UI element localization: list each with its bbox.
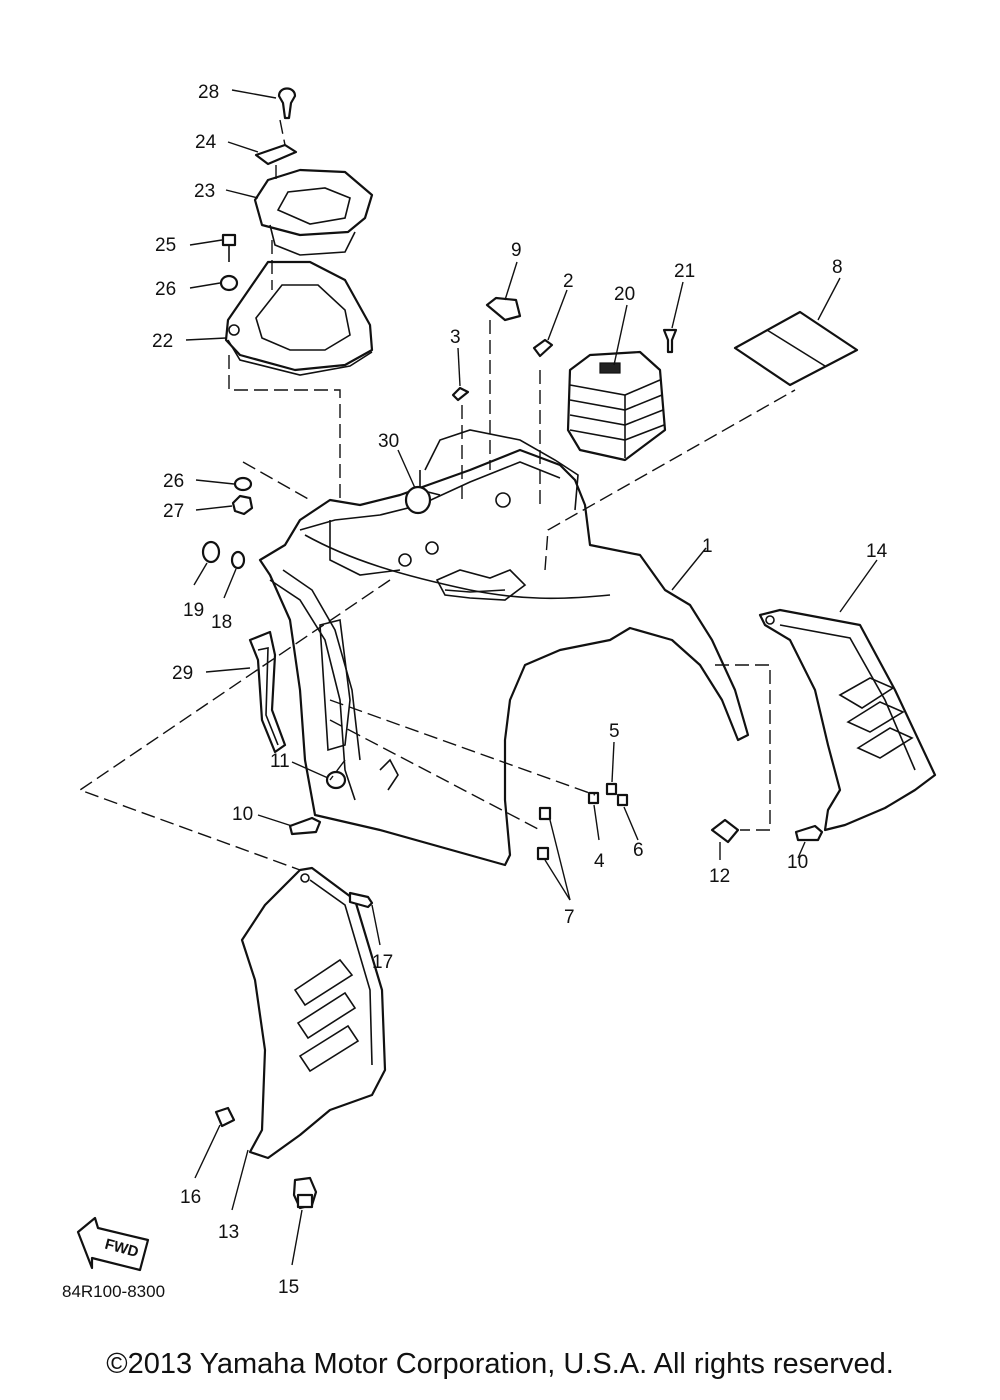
clip-7a <box>538 806 552 821</box>
callout-2: 2 <box>563 271 574 292</box>
assembly-lines <box>78 119 796 871</box>
washer-11 <box>325 770 347 790</box>
callout-28: 28 <box>198 82 219 103</box>
callout-25: 25 <box>155 235 176 256</box>
callout-labels: 28 24 23 25 26 22 9 2 3 20 21 8 30 26 27… <box>152 82 888 1298</box>
washer-18 <box>230 550 246 570</box>
damper-19 <box>201 540 221 564</box>
clip-5 <box>605 782 618 796</box>
leader-lines <box>185 89 878 1266</box>
callout-10-right: 10 <box>787 852 808 873</box>
callout-22: 22 <box>152 331 173 352</box>
callout-17: 17 <box>372 952 393 973</box>
callout-18: 18 <box>211 612 232 633</box>
bolt-10a <box>288 816 322 836</box>
copyright-notice: ©2013 Yamaha Motor Corporation, U.S.A. A… <box>106 1348 894 1380</box>
strip-9 <box>485 296 522 322</box>
callout-6: 6 <box>633 840 644 861</box>
callout-15: 15 <box>278 1277 299 1298</box>
strip-3 <box>451 386 470 402</box>
side-cover-14 <box>758 608 937 832</box>
nut-12 <box>710 818 740 844</box>
clip-6 <box>616 793 629 807</box>
cap-30 <box>404 485 432 515</box>
callout-23: 23 <box>194 181 215 202</box>
toolbox-20 <box>566 350 667 462</box>
screw-21 <box>662 328 678 354</box>
grommet-26a <box>219 274 239 292</box>
callout-8: 8 <box>832 257 843 278</box>
nut-27 <box>231 494 254 516</box>
callout-16: 16 <box>180 1187 201 1208</box>
callout-14: 14 <box>866 541 888 562</box>
diagram-code: 84R100-8300 <box>62 1282 165 1301</box>
callout-11: 11 <box>270 751 290 772</box>
bracket-29 <box>248 630 287 754</box>
callout-26: 26 <box>155 279 176 300</box>
grommet-26b <box>233 476 253 492</box>
callout-1: 1 <box>702 536 713 557</box>
callout-20: 20 <box>614 284 635 305</box>
callout-12: 12 <box>709 866 730 887</box>
damper-16 <box>214 1106 236 1128</box>
plate-24 <box>254 143 298 166</box>
bolt-15 <box>292 1176 318 1210</box>
side-cover-13 <box>240 866 387 1160</box>
strip-2 <box>532 338 554 358</box>
callout-19: 19 <box>183 600 204 621</box>
callout-27: 27 <box>163 501 184 522</box>
callout-24: 24 <box>195 132 217 153</box>
callout-3: 3 <box>450 327 461 348</box>
callout-29: 29 <box>172 663 193 684</box>
clip-7b <box>536 846 550 861</box>
clip-4 <box>587 791 600 805</box>
callout-4: 4 <box>594 851 605 872</box>
callout-9: 9 <box>511 240 522 261</box>
callout-5: 5 <box>609 721 620 742</box>
callout-10: 10 <box>232 804 253 825</box>
rivet-28 <box>277 87 297 120</box>
callout-30: 30 <box>378 431 399 452</box>
cover-23 <box>253 168 374 256</box>
callout-7: 7 <box>564 907 575 928</box>
callout-21: 21 <box>674 261 695 282</box>
front-fender <box>258 429 750 867</box>
bolt-10b <box>794 824 824 842</box>
panel-22 <box>224 260 374 376</box>
callout-13: 13 <box>218 1222 239 1243</box>
forward-arrow-icon: FWD <box>76 1216 150 1272</box>
callout-26-lower: 26 <box>163 471 184 492</box>
screw-17 <box>348 891 374 909</box>
bolt-25 <box>221 233 237 262</box>
